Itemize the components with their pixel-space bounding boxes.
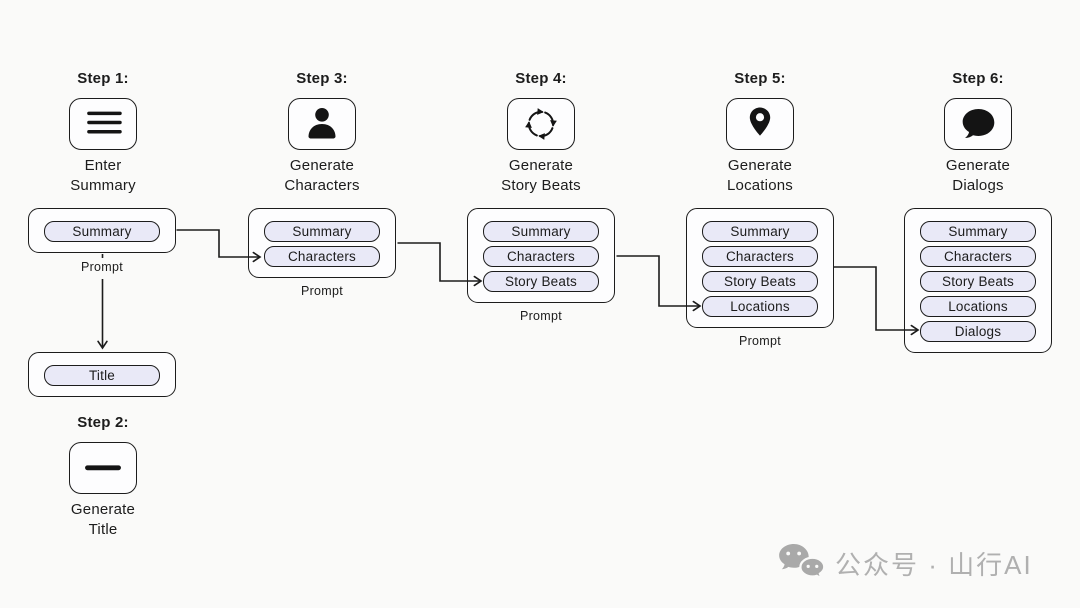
prompt-box-step-6: Summary Characters Story Beats Locations…: [904, 208, 1052, 353]
pill-locations: Locations: [702, 296, 818, 317]
pill-title: Title: [44, 365, 160, 386]
step-6-label: Generate Dialogs: [945, 157, 1011, 194]
watermark-text: 公众号 · 山行AI: [835, 549, 1033, 580]
step-4-title: Step 4:: [515, 70, 567, 87]
title-box: Title: [28, 352, 176, 397]
step-6: Step 6: Generate Dialogs: [898, 70, 1058, 195]
pill-summary: Summary: [483, 221, 599, 242]
location-pin-icon: [749, 107, 771, 136]
step-1-title: Step 1:: [77, 70, 129, 87]
step-3-title: Step 3:: [296, 70, 348, 87]
pill-characters: Characters: [702, 246, 818, 267]
prompt-caption: Prompt: [300, 284, 344, 298]
step-1: Step 1: Enter Summary: [23, 70, 183, 195]
pill-summary: Summary: [264, 221, 380, 242]
prompt-box-step-3: Summary Characters: [248, 208, 396, 278]
pill-characters: Characters: [920, 246, 1036, 267]
step-5-icon-box: [726, 98, 794, 150]
prompt-box-step-4: Summary Characters Story Beats: [467, 208, 615, 303]
speech-bubble-icon: [962, 108, 995, 138]
pill-summary: Summary: [920, 221, 1036, 242]
step-5-label: Generate Locations: [726, 157, 793, 194]
step-5: Step 5: Generate Locations: [680, 70, 840, 195]
step-2-icon-box: [69, 442, 137, 494]
menu-icon: [87, 111, 122, 134]
pill-summary: Summary: [702, 221, 818, 242]
wechat-icon: [779, 543, 826, 579]
dash-icon: [85, 465, 121, 471]
step-6-icon-box: [944, 98, 1012, 150]
person-icon: [308, 107, 336, 139]
watermark: 公众号 · 山行AI: [778, 543, 1033, 583]
step-2-label: Generate Title: [70, 501, 136, 538]
prompt-box-step-1: Summary: [28, 208, 176, 253]
step-4: Step 4: Generate Story Beats: [461, 70, 621, 195]
step-4-icon-box: [507, 98, 575, 150]
pill-locations: Locations: [920, 296, 1036, 317]
prompt-caption: Prompt: [80, 260, 124, 274]
pill-dialogs: Dialogs: [920, 321, 1036, 342]
step-3-label: Generate Characters: [284, 157, 360, 194]
pill-characters: Characters: [483, 246, 599, 267]
step-1-icon-box: [69, 98, 137, 150]
pill-story-beats: Story Beats: [483, 271, 599, 292]
pill-characters: Characters: [264, 246, 380, 267]
step-6-title: Step 6:: [952, 70, 1004, 87]
step-3: Step 3: Generate Characters: [242, 70, 402, 195]
step-5-title: Step 5:: [734, 70, 786, 87]
step-1-label: Enter Summary: [70, 157, 136, 194]
step-3-icon-box: [288, 98, 356, 150]
pill-story-beats: Story Beats: [702, 271, 818, 292]
pill-summary: Summary: [44, 221, 160, 242]
prompt-box-step-5: Summary Characters Story Beats Locations: [686, 208, 834, 328]
pill-story-beats: Story Beats: [920, 271, 1036, 292]
cycle-icon: [525, 108, 557, 140]
prompt-caption: Prompt: [519, 309, 563, 323]
step-2-title: Step 2:: [77, 414, 129, 431]
prompt-caption: Prompt: [738, 334, 782, 348]
step-2: Step 2: Generate Title: [23, 414, 183, 539]
step-4-label: Generate Story Beats: [501, 157, 581, 194]
